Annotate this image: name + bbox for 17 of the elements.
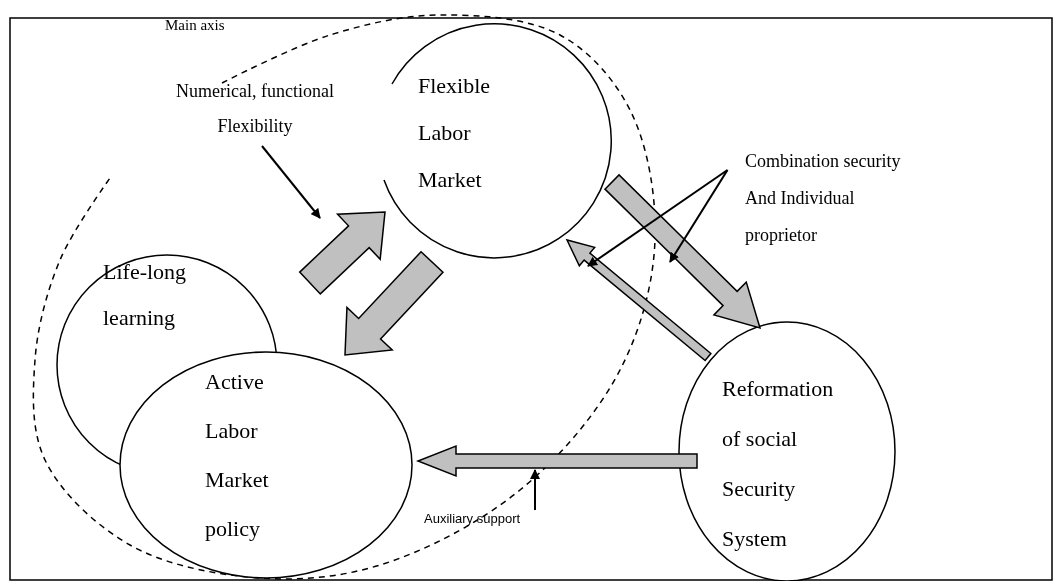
block-arrow (565, 238, 712, 362)
leader-arrow (669, 169, 729, 263)
block-arrow (603, 173, 762, 330)
node-label: Active Labor Market policy (205, 368, 270, 543)
leader-arrow (530, 469, 540, 511)
node-label: Reformation of social Security System (722, 375, 835, 553)
leader-arrow (587, 169, 729, 267)
annotation-text: Numerical, functional Flexibility (175, 80, 335, 138)
annotation-text: Combination security And Individual proprietor (745, 150, 902, 247)
axis-label: Main axis (165, 17, 225, 34)
annotation-text: Auxiliary support (424, 510, 522, 528)
leader-arrow (261, 145, 321, 219)
block-arrow (415, 444, 698, 478)
node-label: Life-long learning (103, 258, 188, 332)
node-label: Flexible Labor Market (418, 72, 492, 194)
block-arrow (344, 250, 444, 356)
block-arrow (298, 211, 386, 295)
